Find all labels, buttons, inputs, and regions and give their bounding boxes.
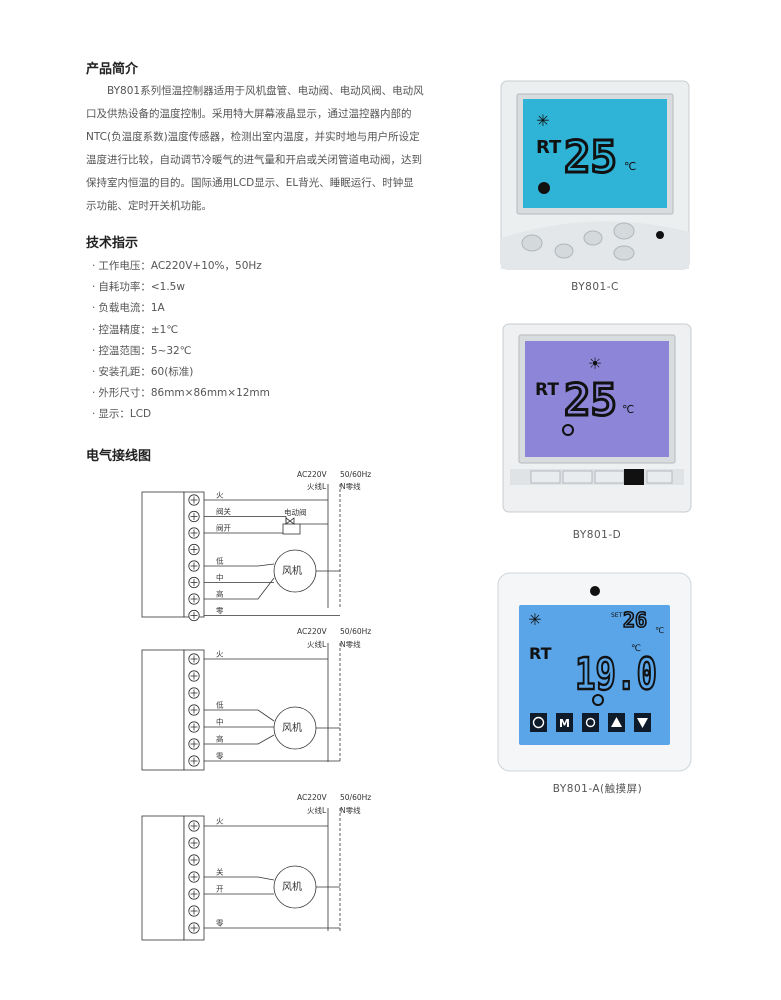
sensor-dot bbox=[590, 586, 600, 596]
mode-button-c[interactable] bbox=[554, 243, 574, 259]
wiring-heading: 电气接线图 bbox=[86, 449, 152, 464]
specs-heading: 技术指示 bbox=[86, 236, 139, 251]
terminal-label: 低 bbox=[216, 700, 224, 710]
terminal-label: 低 bbox=[216, 556, 224, 566]
wiring-diagram-fan-3speed: AC220V 50/60Hz 火线L N零线 bbox=[141, 627, 371, 771]
sensor-window bbox=[624, 469, 644, 485]
terminal-label: 高 bbox=[216, 589, 224, 599]
wiring-diagram-valve: AC220V 50/60Hz 火线L N零线 bbox=[141, 470, 371, 618]
fan-button-d[interactable] bbox=[594, 470, 625, 484]
thermostat-by801-c: ✳ RT 25 ℃ bbox=[500, 80, 690, 270]
spec-power: 自耗功率：<1.5w bbox=[92, 277, 270, 298]
lcd-screen-d bbox=[525, 341, 669, 457]
fan-button-c[interactable] bbox=[583, 230, 603, 246]
terminal-label: 火 bbox=[216, 491, 224, 500]
terminal-label: 关 bbox=[216, 867, 224, 877]
mode-button-a[interactable] bbox=[556, 713, 573, 732]
live-label-1: 火线L bbox=[307, 481, 327, 491]
supply-label-2: AC220V bbox=[297, 627, 328, 636]
power-button-d[interactable] bbox=[530, 470, 561, 484]
spec-dimensions: 外形尺寸：86mm×86mm×12mm bbox=[92, 383, 270, 404]
rt-label-a: RT bbox=[529, 644, 552, 663]
temp-readout-d: 25 bbox=[564, 375, 617, 426]
terminal-label: 零 bbox=[216, 752, 224, 761]
terminal-label: 火 bbox=[216, 817, 224, 826]
terminal-label: 中 bbox=[216, 717, 224, 727]
down-button-d[interactable] bbox=[646, 470, 673, 484]
freq-label-1: 50/60Hz bbox=[340, 470, 371, 479]
terminal-label: 零 bbox=[216, 919, 224, 928]
temp-readout-c: 25 bbox=[564, 132, 617, 183]
caption-by801-d: BY801-D bbox=[572, 529, 622, 541]
live-label-2: 火线L bbox=[307, 639, 327, 649]
set-temp-readout: 26 bbox=[623, 608, 647, 632]
neutral-label-3: N零线 bbox=[340, 805, 361, 815]
wiring-diagram-fan-onoff: AC220V 50/60Hz 火线L N零线 bbox=[141, 793, 371, 941]
caption-by801-c: BY801-C bbox=[571, 281, 619, 293]
specs-list: 工作电压：AC220V+10%，50Hz 自耗功率：<1.5w 负载电流：1A … bbox=[92, 256, 270, 426]
terminal-label: 阀关 bbox=[216, 506, 231, 516]
caption-by801-a: BY801-A(触摸屏) bbox=[552, 783, 643, 795]
terminal-label: 火 bbox=[216, 650, 224, 659]
live-label-3: 火线L bbox=[307, 805, 327, 815]
thermostat-by801-d: ☀ RT 25 ℃ bbox=[502, 323, 692, 513]
touch-screen-a bbox=[519, 605, 670, 745]
up-arrow-icon bbox=[611, 717, 622, 727]
intro-paragraph: BY801系列恒温控制器适用于风机盘管、电动阀、电动风阀、电动风口及供热设备的温… bbox=[86, 85, 424, 212]
power-button-a[interactable] bbox=[530, 713, 547, 732]
intro-heading: 产品简介 bbox=[86, 62, 139, 77]
fan-label-3: 风机 bbox=[282, 880, 302, 893]
power-button-c[interactable] bbox=[521, 234, 543, 252]
snowflake-icon: ✳ bbox=[528, 610, 541, 629]
mode-button-d[interactable] bbox=[562, 470, 593, 484]
supply-label-1: AC220V bbox=[297, 470, 328, 479]
spec-load-current: 负载电流：1A bbox=[92, 298, 270, 319]
spec-accuracy: 控温精度：±1℃ bbox=[92, 320, 270, 341]
sun-icon: ☀ bbox=[588, 354, 602, 373]
terminal-label: 中 bbox=[216, 572, 224, 582]
fan-icon bbox=[538, 182, 550, 194]
set-unit-label: ℃ bbox=[655, 626, 664, 635]
wiring-diagram-valve-loads bbox=[273, 517, 317, 593]
up-button-c[interactable] bbox=[613, 222, 635, 240]
spec-hole-distance: 安装孔距：60(标准) bbox=[92, 362, 270, 383]
unit-label-d: ℃ bbox=[622, 403, 634, 416]
spec-voltage: 工作电压：AC220V+10%，50Hz bbox=[92, 256, 270, 277]
rt-label-d: RT bbox=[535, 380, 559, 400]
mode-button-label: M bbox=[559, 717, 570, 730]
snowflake-icon: ✳ bbox=[536, 111, 549, 130]
unit-label-c: ℃ bbox=[624, 160, 636, 173]
terminal-label: 阀开 bbox=[216, 524, 231, 533]
fan-label-2: 风机 bbox=[282, 721, 302, 734]
terminal-label: 开 bbox=[216, 885, 224, 894]
terminal-label: 零 bbox=[216, 606, 224, 615]
terminal-label: 高 bbox=[216, 734, 224, 744]
spec-display: 显示：LCD bbox=[92, 404, 270, 425]
freq-label-3: 50/60Hz bbox=[340, 793, 371, 802]
down-arrow-icon bbox=[637, 718, 648, 728]
spec-range: 控温范围：5~32℃ bbox=[92, 341, 270, 362]
fan-icon bbox=[562, 424, 574, 436]
set-label: SET bbox=[611, 612, 623, 619]
down-button-c[interactable] bbox=[613, 245, 635, 261]
thermostat-by801-a: ✳ SET 26 ℃ RT ℃ 19.0 M bbox=[497, 572, 692, 772]
fan-icon bbox=[592, 694, 604, 706]
freq-label-2: 50/60Hz bbox=[340, 627, 371, 636]
valve-label: 电动阀 bbox=[284, 507, 307, 517]
neutral-label-2: N零线 bbox=[340, 639, 361, 649]
supply-label-3: AC220V bbox=[297, 793, 328, 802]
neutral-label-1: N零线 bbox=[340, 481, 361, 491]
indicator-led bbox=[656, 231, 664, 239]
rt-label-c: RT bbox=[536, 137, 562, 158]
room-temp-readout: 19.0 bbox=[575, 649, 657, 700]
room-unit-label: ℃ bbox=[631, 644, 641, 654]
fan-speed-button-a[interactable] bbox=[582, 713, 599, 732]
fan-label-1: 风机 bbox=[282, 564, 302, 577]
